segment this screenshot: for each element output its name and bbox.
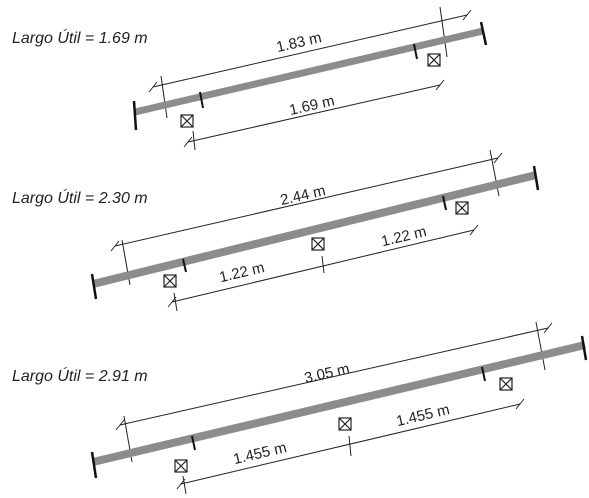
support-box-icon <box>311 237 325 251</box>
tick-mark <box>167 296 177 308</box>
tick-mark <box>110 240 120 252</box>
extension-line <box>439 6 448 58</box>
tick-mark <box>462 9 472 21</box>
extension-line <box>173 292 178 312</box>
support-mark <box>182 258 187 273</box>
support-box-icon <box>499 377 513 391</box>
support-mark <box>191 435 196 451</box>
total-dimension-line <box>119 327 549 426</box>
panel-3: 3.05 m <box>90 321 588 495</box>
beam-end <box>90 451 98 479</box>
total-dimension-label: 3.05 m <box>303 360 351 387</box>
beam-end <box>532 165 540 191</box>
extension-line <box>192 130 196 151</box>
inner-dimension-line <box>187 84 441 143</box>
extension-line <box>535 321 546 371</box>
extension-line <box>321 255 325 274</box>
inner-dimension-label: 1.455 m <box>232 439 289 468</box>
beam-end <box>90 273 98 300</box>
inner-dimension-label: 1.69 m <box>288 92 336 119</box>
panel-1: 1.83 m 1.69 m <box>132 6 488 151</box>
support-box-icon <box>180 114 194 128</box>
extension-line <box>182 475 187 495</box>
beam-end <box>580 335 588 361</box>
support-box-icon <box>455 201 469 215</box>
panel-1-label: Largo Útil = 1.69 m <box>12 30 148 47</box>
support-mark <box>481 366 486 382</box>
tick-mark <box>435 79 445 91</box>
tick-mark <box>515 398 525 410</box>
beam-bar <box>92 341 586 466</box>
support-mark <box>413 43 418 60</box>
beam-bar <box>92 171 537 288</box>
tick-mark <box>183 136 193 148</box>
panel-3-label: Largo Útil = 2.91 m <box>12 368 148 385</box>
panel-2-label: Largo Útil = 2.30 m <box>12 190 148 207</box>
extension-line <box>160 75 168 119</box>
inner-dimension-label: 1.455 m <box>395 401 452 430</box>
support-box-icon <box>427 53 441 67</box>
inner-dimension-label: 1.22 m <box>380 223 429 250</box>
tick-mark <box>148 81 158 93</box>
tick-mark <box>176 478 186 490</box>
beam-end <box>479 21 488 46</box>
support-mark <box>442 195 447 211</box>
support-box-icon <box>174 459 188 473</box>
tick-mark <box>493 152 503 164</box>
inner-dimension-line <box>180 403 521 485</box>
inner-dimension-label: 1.22 m <box>218 259 267 286</box>
total-dimension-label: 2.44 m <box>279 182 327 209</box>
support-box-icon <box>338 417 352 431</box>
beam-end <box>132 100 138 131</box>
tick-mark <box>543 322 553 334</box>
support-box-icon <box>163 274 177 288</box>
total-dimension-line <box>114 157 499 247</box>
beam-bar <box>134 27 484 116</box>
extension-line <box>348 435 352 457</box>
total-dimension-line <box>152 14 468 88</box>
tick-mark <box>115 419 125 431</box>
panel-2: 2.44 m <box>90 149 540 312</box>
total-dimension-label: 1.83 m <box>275 29 323 56</box>
tick-mark <box>469 224 479 236</box>
support-mark <box>199 91 204 109</box>
